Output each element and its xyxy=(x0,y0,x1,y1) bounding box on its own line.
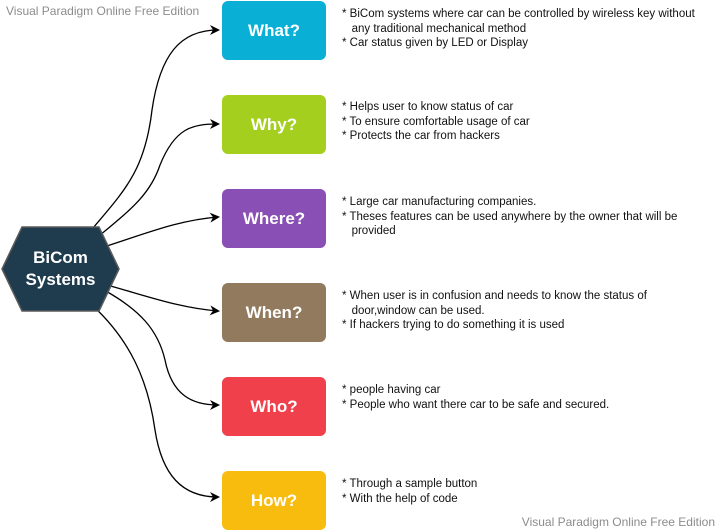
note-line: provided xyxy=(342,225,396,237)
note-line: * People who want there car to be safe a… xyxy=(342,398,610,411)
note-line: * To ensure comfortable usage of car xyxy=(342,115,530,128)
connector-arrow xyxy=(106,284,220,316)
notes-how: * Through a sample button * With the help… xyxy=(342,477,712,506)
node-what[interactable]: What? xyxy=(222,1,326,60)
note-line: * Helps user to know status of car xyxy=(342,101,514,113)
watermark-bottom: Visual Paradigm Online Free Edition xyxy=(521,515,715,529)
note-line: * BiCom systems where car can be control… xyxy=(342,8,695,20)
note-line: door,window can be used. xyxy=(342,304,485,317)
notes-who: * people having car * People who want the… xyxy=(342,383,712,412)
notes-what: * BiCom systems where car can be control… xyxy=(342,7,712,51)
note-line: * When user is in confusion and needs to… xyxy=(342,290,647,302)
connector-arrow xyxy=(103,289,220,410)
note-line: * Car status given by LED or Display xyxy=(342,37,528,49)
watermark-top: Visual Paradigm Online Free Edition xyxy=(6,4,200,18)
note-line: * people having car xyxy=(342,384,441,396)
notes-when: * When user is in confusion and needs to… xyxy=(342,289,712,333)
connector-arrow xyxy=(106,212,220,247)
note-line: any traditional mechanical method xyxy=(342,22,527,35)
node-how[interactable]: How? xyxy=(222,471,326,530)
note-line: * Large car manufacturing companies. xyxy=(342,196,537,208)
node-who[interactable]: Who? xyxy=(222,377,326,436)
notes-why: * Helps user to know status of car * To e… xyxy=(342,100,712,144)
central-hexagon-label: BiCom Systems xyxy=(25,248,96,289)
connector-arrow xyxy=(92,25,220,229)
note-line: * With the help of code xyxy=(342,492,458,505)
connector-arrow xyxy=(98,119,220,237)
central-hexagon[interactable] xyxy=(1,226,120,312)
note-line: * Protects the car from hackers xyxy=(342,130,500,142)
note-line: * If hackers trying to do something it i… xyxy=(342,319,565,331)
note-line: * Through a sample button xyxy=(342,478,478,490)
node-why[interactable]: Why? xyxy=(222,95,326,154)
connector-arrow xyxy=(91,304,220,502)
node-where[interactable]: Where? xyxy=(222,189,326,248)
notes-where: * Large car manufacturing companies. * Th… xyxy=(342,195,712,239)
note-line: * Theses features can be used anywhere b… xyxy=(342,210,678,223)
node-when[interactable]: When? xyxy=(222,283,326,342)
